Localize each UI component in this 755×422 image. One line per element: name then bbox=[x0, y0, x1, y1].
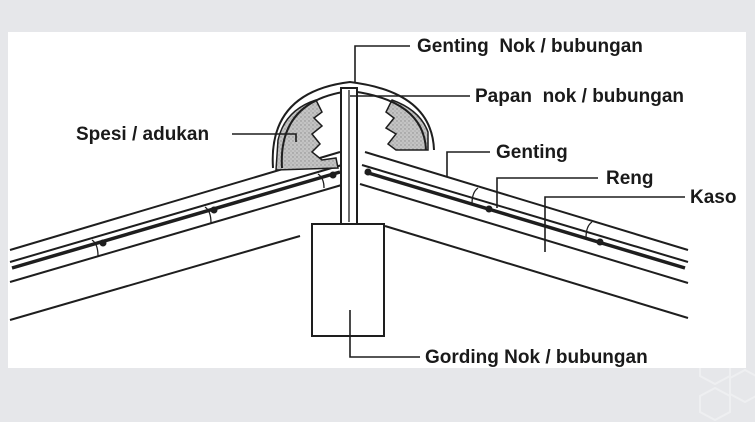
right-roof-slope bbox=[359, 151, 689, 319]
label-reng: Reng bbox=[606, 168, 654, 189]
label-gording-nok: Gording Nok / bubungan bbox=[425, 347, 648, 368]
label-kaso: Kaso bbox=[690, 187, 736, 208]
ridge-purlin bbox=[311, 223, 385, 337]
label-papan-nok: Papan nok / bubungan bbox=[475, 86, 684, 107]
label-spesi: Spesi / adukan bbox=[76, 124, 209, 145]
ridge-board bbox=[340, 87, 358, 225]
leader-lines bbox=[232, 45, 685, 358]
label-genting-nok: Genting Nok / bubungan bbox=[417, 36, 643, 57]
label-genting: Genting bbox=[496, 142, 568, 163]
